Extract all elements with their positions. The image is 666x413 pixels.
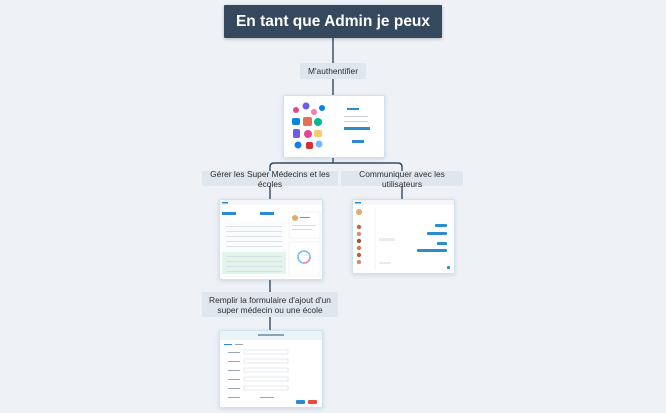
node-manage-doctors-schools: Gérer les Super Médecins et les écoles [202,169,338,189]
node-authenticate: M'authentifier [300,63,366,79]
login-illustration [292,102,370,149]
chat-preview [353,200,454,270]
node-communicate-users: Communiquer avec les utilisateurs [341,169,463,189]
form-screen-thumbnail [219,330,323,408]
dashboard-screen-thumbnail [219,199,323,280]
chat-screen-thumbnail [352,199,455,274]
login-screen-thumbnail [283,95,385,158]
connector-split [269,162,403,171]
diagram-title: En tant que Admin je peux [224,5,442,38]
dashboard-preview [220,200,322,277]
node-fill-form: Remplir la formulaire d'ajout d'un super… [202,292,338,317]
form-preview [220,331,322,404]
